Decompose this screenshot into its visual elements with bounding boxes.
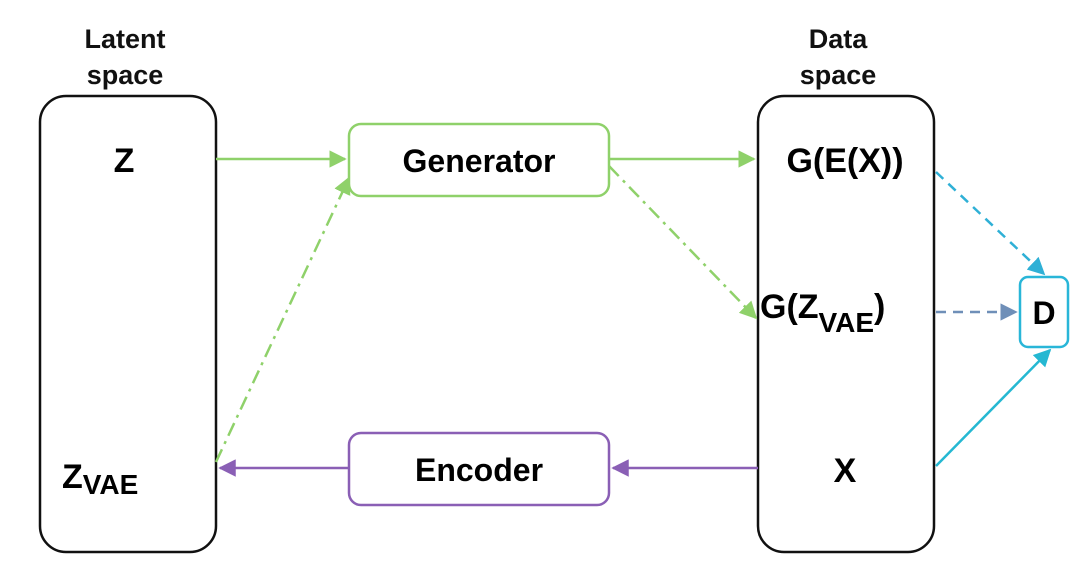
data-var-gzvae: G(ZVAE) xyxy=(760,288,885,338)
latent-var-zvae: ZVAE xyxy=(62,458,138,500)
arrow-zvae-to-generator xyxy=(214,176,351,463)
arrow-gex-to-discriminator xyxy=(935,171,1046,276)
generator-label: Generator xyxy=(403,143,556,179)
latent-space-title-line1: Latent xyxy=(85,24,166,54)
data-space-box xyxy=(756,94,936,554)
data-var-gzvae-prefix: G(Z xyxy=(760,288,819,326)
latent-var-zvae-subscript: VAE xyxy=(83,469,139,500)
latent-space-title-line2: space xyxy=(87,60,164,90)
data-var-gzvae-suffix: ) xyxy=(874,288,885,326)
arrow-x-to-discriminator xyxy=(935,348,1052,467)
encoder-node: Encoder xyxy=(347,431,611,507)
data-var-gex: G(E(X)) xyxy=(786,142,903,180)
latent-var-z: Z xyxy=(114,142,135,180)
generator-node: Generator xyxy=(347,122,611,198)
data-var-gzvae-subscript: VAE xyxy=(819,307,875,338)
arrow-generator-to-gzvae xyxy=(608,165,758,320)
discriminator-node: D xyxy=(1018,275,1070,349)
encoder-label: Encoder xyxy=(415,452,543,488)
discriminator-box xyxy=(1018,275,1070,349)
data-space-title-line1: Data xyxy=(809,24,869,54)
discriminator-label: D xyxy=(1032,295,1055,331)
latent-space-box xyxy=(38,94,218,554)
data-var-x: X xyxy=(834,452,857,490)
data-space-title-line2: space xyxy=(800,60,877,90)
latent-var-zvae-base: Z xyxy=(62,458,83,496)
